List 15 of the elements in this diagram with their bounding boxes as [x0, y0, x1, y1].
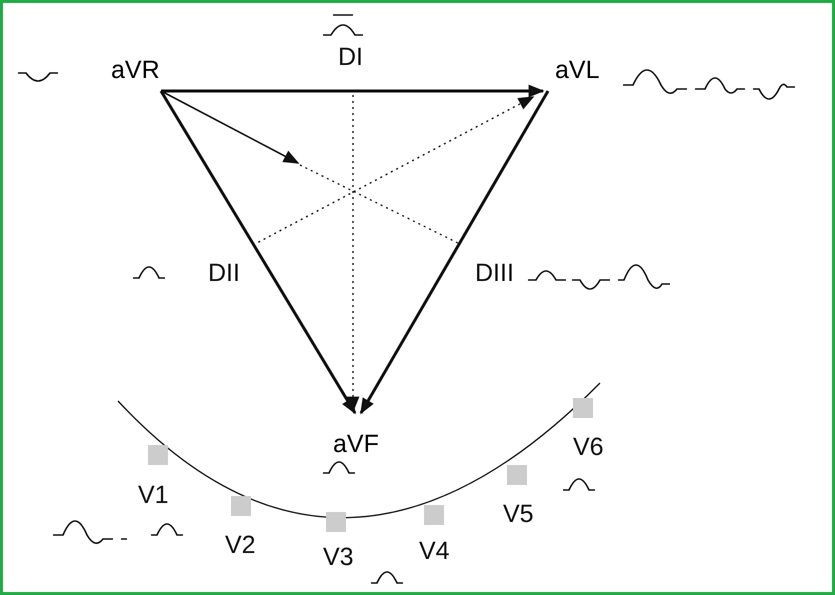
- lead-label: aVR: [111, 55, 169, 85]
- electrode-label: V5: [503, 500, 534, 528]
- electrode-label: V6: [573, 433, 604, 461]
- electrode-label: V3: [323, 543, 354, 571]
- arrow: [252, 96, 534, 246]
- arrow: [162, 91, 300, 164]
- electrode-label: V4: [419, 537, 450, 565]
- arrow: [360, 90, 550, 414]
- arrow: [346, 95, 360, 413]
- lead-label: aVF: [333, 429, 383, 459]
- electrode-label: V1: [138, 481, 169, 509]
- electrode-label: V2: [225, 531, 256, 559]
- arrow: [160, 90, 356, 414]
- arrow: [161, 84, 545, 98]
- lead-label: aVL: [555, 55, 605, 85]
